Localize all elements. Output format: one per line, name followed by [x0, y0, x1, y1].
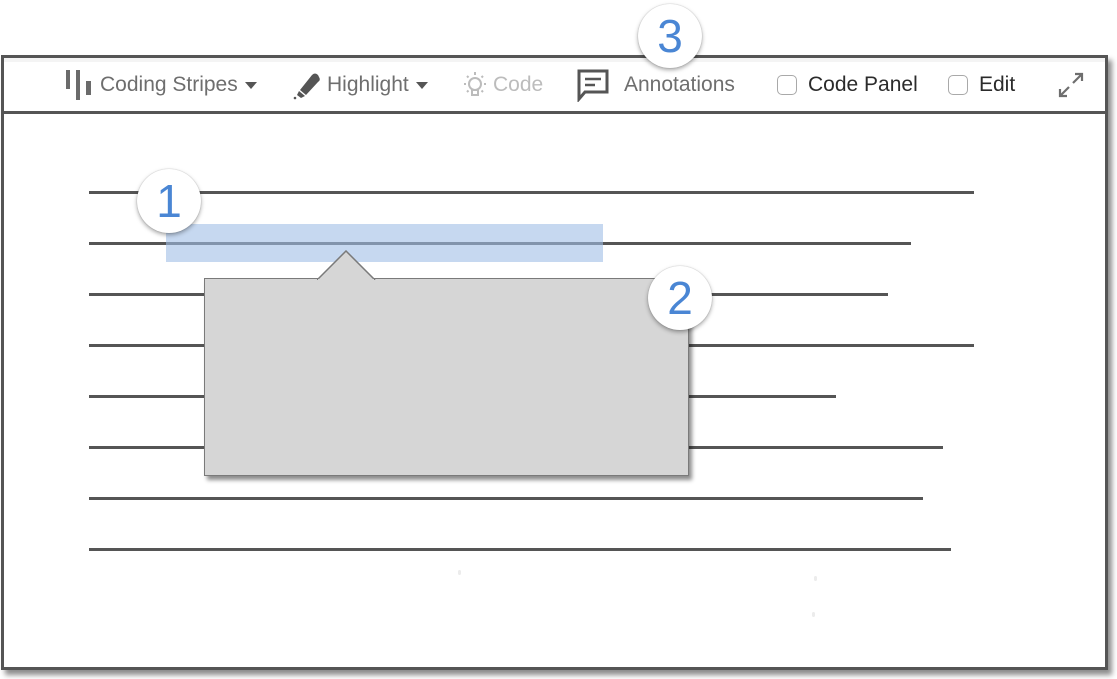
code-button[interactable]: Code	[460, 58, 543, 111]
code-panel-label: Code Panel	[808, 72, 918, 96]
text-line-1	[89, 191, 974, 194]
coding-stripes-icon	[66, 69, 91, 100]
speck	[458, 570, 461, 575]
expand-icon	[1058, 72, 1084, 97]
edit-toggle[interactable]: Edit	[948, 58, 1015, 111]
callout-number: 3	[657, 10, 683, 62]
chevron-down-icon	[244, 82, 257, 89]
expand-button[interactable]	[1056, 58, 1086, 111]
highlight-label: Highlight	[327, 72, 409, 96]
code-panel-toggle[interactable]: Code Panel	[777, 58, 918, 111]
highlighter-icon	[293, 73, 320, 99]
callout-badge-1: 1	[137, 169, 201, 233]
annotations-button[interactable]: Annotations	[576, 58, 735, 111]
toolbar: Coding Stripes Highlight	[4, 58, 1105, 114]
edit-checkbox[interactable]	[948, 74, 968, 95]
toolbar-top-strip	[4, 58, 1105, 62]
text-line-8	[89, 548, 951, 551]
text-highlight[interactable]	[166, 224, 603, 262]
highlight-button[interactable]: Highlight	[292, 58, 428, 111]
speck	[814, 576, 817, 581]
edit-label: Edit	[979, 72, 1016, 96]
code-panel-checkbox[interactable]	[777, 74, 797, 95]
popup-pointer	[317, 250, 376, 280]
lightbulb-icon	[464, 71, 486, 96]
coding-stripes-button[interactable]: Coding Stripes	[64, 58, 257, 111]
callout-badge-2: 2	[648, 266, 712, 330]
speck	[812, 612, 815, 617]
text-line-7	[89, 497, 923, 500]
annotations-label: Annotations	[624, 72, 735, 96]
chevron-down-icon	[415, 82, 428, 89]
coding-stripes-label: Coding Stripes	[100, 72, 238, 96]
callout-badge-3: 3	[638, 4, 702, 68]
callout-number: 1	[156, 175, 182, 227]
code-label: Code	[493, 72, 544, 96]
annotation-popup[interactable]	[204, 278, 689, 476]
callout-number: 2	[667, 272, 693, 324]
comment-icon	[577, 69, 609, 102]
